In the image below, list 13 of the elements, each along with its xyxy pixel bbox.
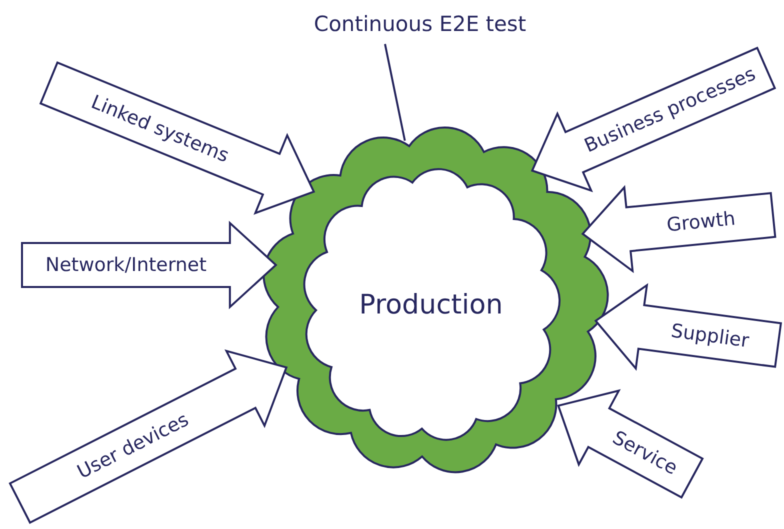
block-arrow bbox=[594, 283, 782, 371]
leader-line bbox=[384, 44, 406, 141]
block-arrow bbox=[581, 185, 776, 274]
block-arrow bbox=[39, 61, 316, 215]
block-arrow bbox=[8, 349, 288, 524]
block-arrow bbox=[557, 389, 704, 499]
callout-label: Continuous E2E test bbox=[270, 12, 570, 36]
block-arrow bbox=[21, 220, 278, 310]
edge-label: Growth bbox=[665, 208, 736, 236]
edge-label: Network/Internet bbox=[45, 254, 207, 276]
block-arrow bbox=[530, 46, 776, 192]
cloud-label: Production bbox=[359, 290, 503, 320]
edge-label: Supplier bbox=[669, 320, 750, 352]
